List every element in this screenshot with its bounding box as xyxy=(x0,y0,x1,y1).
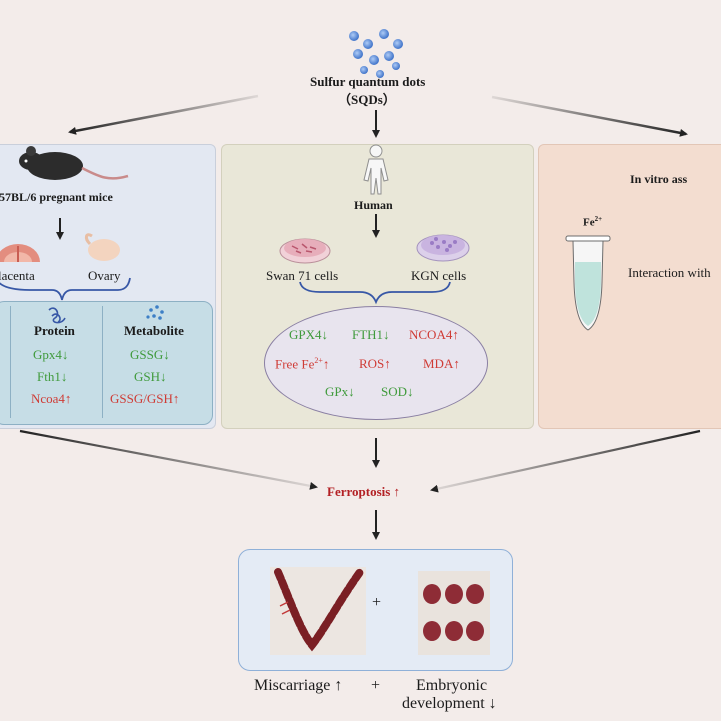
marker-ellipse xyxy=(264,306,488,420)
protein-item-fth1: Fth1↓ xyxy=(37,369,68,384)
metabolite-item-ratio: GSSG/GSH↑ xyxy=(110,391,180,406)
outcome-plus: + xyxy=(372,594,382,611)
protein-item-ncoa4: Ncoa4↑ xyxy=(31,391,72,406)
placenta-icon xyxy=(0,244,40,262)
quantum-dots-icon xyxy=(349,29,403,78)
test-tube-icon xyxy=(565,235,611,331)
metabolite-title: Metabolite xyxy=(124,323,184,338)
marker-sod: SOD↓ xyxy=(381,384,414,399)
protein-metabolite-box xyxy=(0,301,213,425)
development-label: development ↓ xyxy=(402,695,497,712)
marker-free-fe-text: Free Fe xyxy=(275,356,315,372)
box-divider xyxy=(102,306,103,418)
ovary-label: Ovary xyxy=(88,268,121,283)
protein-item-gpx4: Gpx4↓ xyxy=(33,347,69,362)
swan-cells-label: Swan 71 cells xyxy=(266,268,339,283)
metabolite-icon xyxy=(146,305,164,320)
marker-free-fe: Free Fe2+↑ xyxy=(275,356,329,372)
embryo-photo xyxy=(418,571,490,655)
protein-icon xyxy=(48,307,66,324)
ferroptosis-label: Ferroptosis ↑ xyxy=(327,484,401,499)
human-icon xyxy=(363,144,389,195)
sqds-abbr: （SQDs） xyxy=(338,92,396,107)
human-label: Human xyxy=(354,198,393,212)
swan-petri-dish-icon xyxy=(279,238,331,264)
outcome-plus-2: + xyxy=(371,677,381,694)
marker-free-fe-arrow: ↑ xyxy=(322,356,330,372)
miscarriage-label: Miscarriage ↑ xyxy=(254,677,343,694)
mouse-icon xyxy=(19,146,129,180)
marker-mda: MDA↑ xyxy=(423,356,460,371)
embryonic-label: Embryonic xyxy=(416,677,488,694)
left-panel-title: 57BL/6 pregnant mice xyxy=(0,190,113,204)
marker-ros: ROS↑ xyxy=(359,356,391,371)
kgn-petri-dish-icon xyxy=(416,234,470,262)
fe-ion-label: Fe2+ xyxy=(583,215,602,229)
marker-free-fe-sup: 2+ xyxy=(314,356,323,365)
box-divider-left xyxy=(10,306,11,418)
uterus-photo xyxy=(270,567,366,655)
marker-fth1: FTH1↓ xyxy=(352,327,390,342)
placenta-label: lacenta xyxy=(0,268,35,283)
marker-ncoa4: NCOA4↑ xyxy=(409,327,459,342)
kgn-cells-label: KGN cells xyxy=(411,268,467,283)
right-panel-title: In vitro ass xyxy=(630,172,688,186)
ovary-icon xyxy=(84,233,120,261)
fe-ion-sup: 2+ xyxy=(594,215,603,223)
marker-gpx4: GPX4↓ xyxy=(289,327,329,342)
metabolite-item-gssg: GSSG↓ xyxy=(130,347,170,362)
protein-title: Protein xyxy=(34,323,75,338)
sqds-title: Sulfur quantum dots xyxy=(310,74,426,89)
fe-ion-text: Fe xyxy=(583,216,595,229)
marker-gpx: GPx↓ xyxy=(325,384,355,399)
interaction-label: Interaction with xyxy=(628,265,711,280)
metabolite-item-gsh: GSH↓ xyxy=(134,369,167,384)
